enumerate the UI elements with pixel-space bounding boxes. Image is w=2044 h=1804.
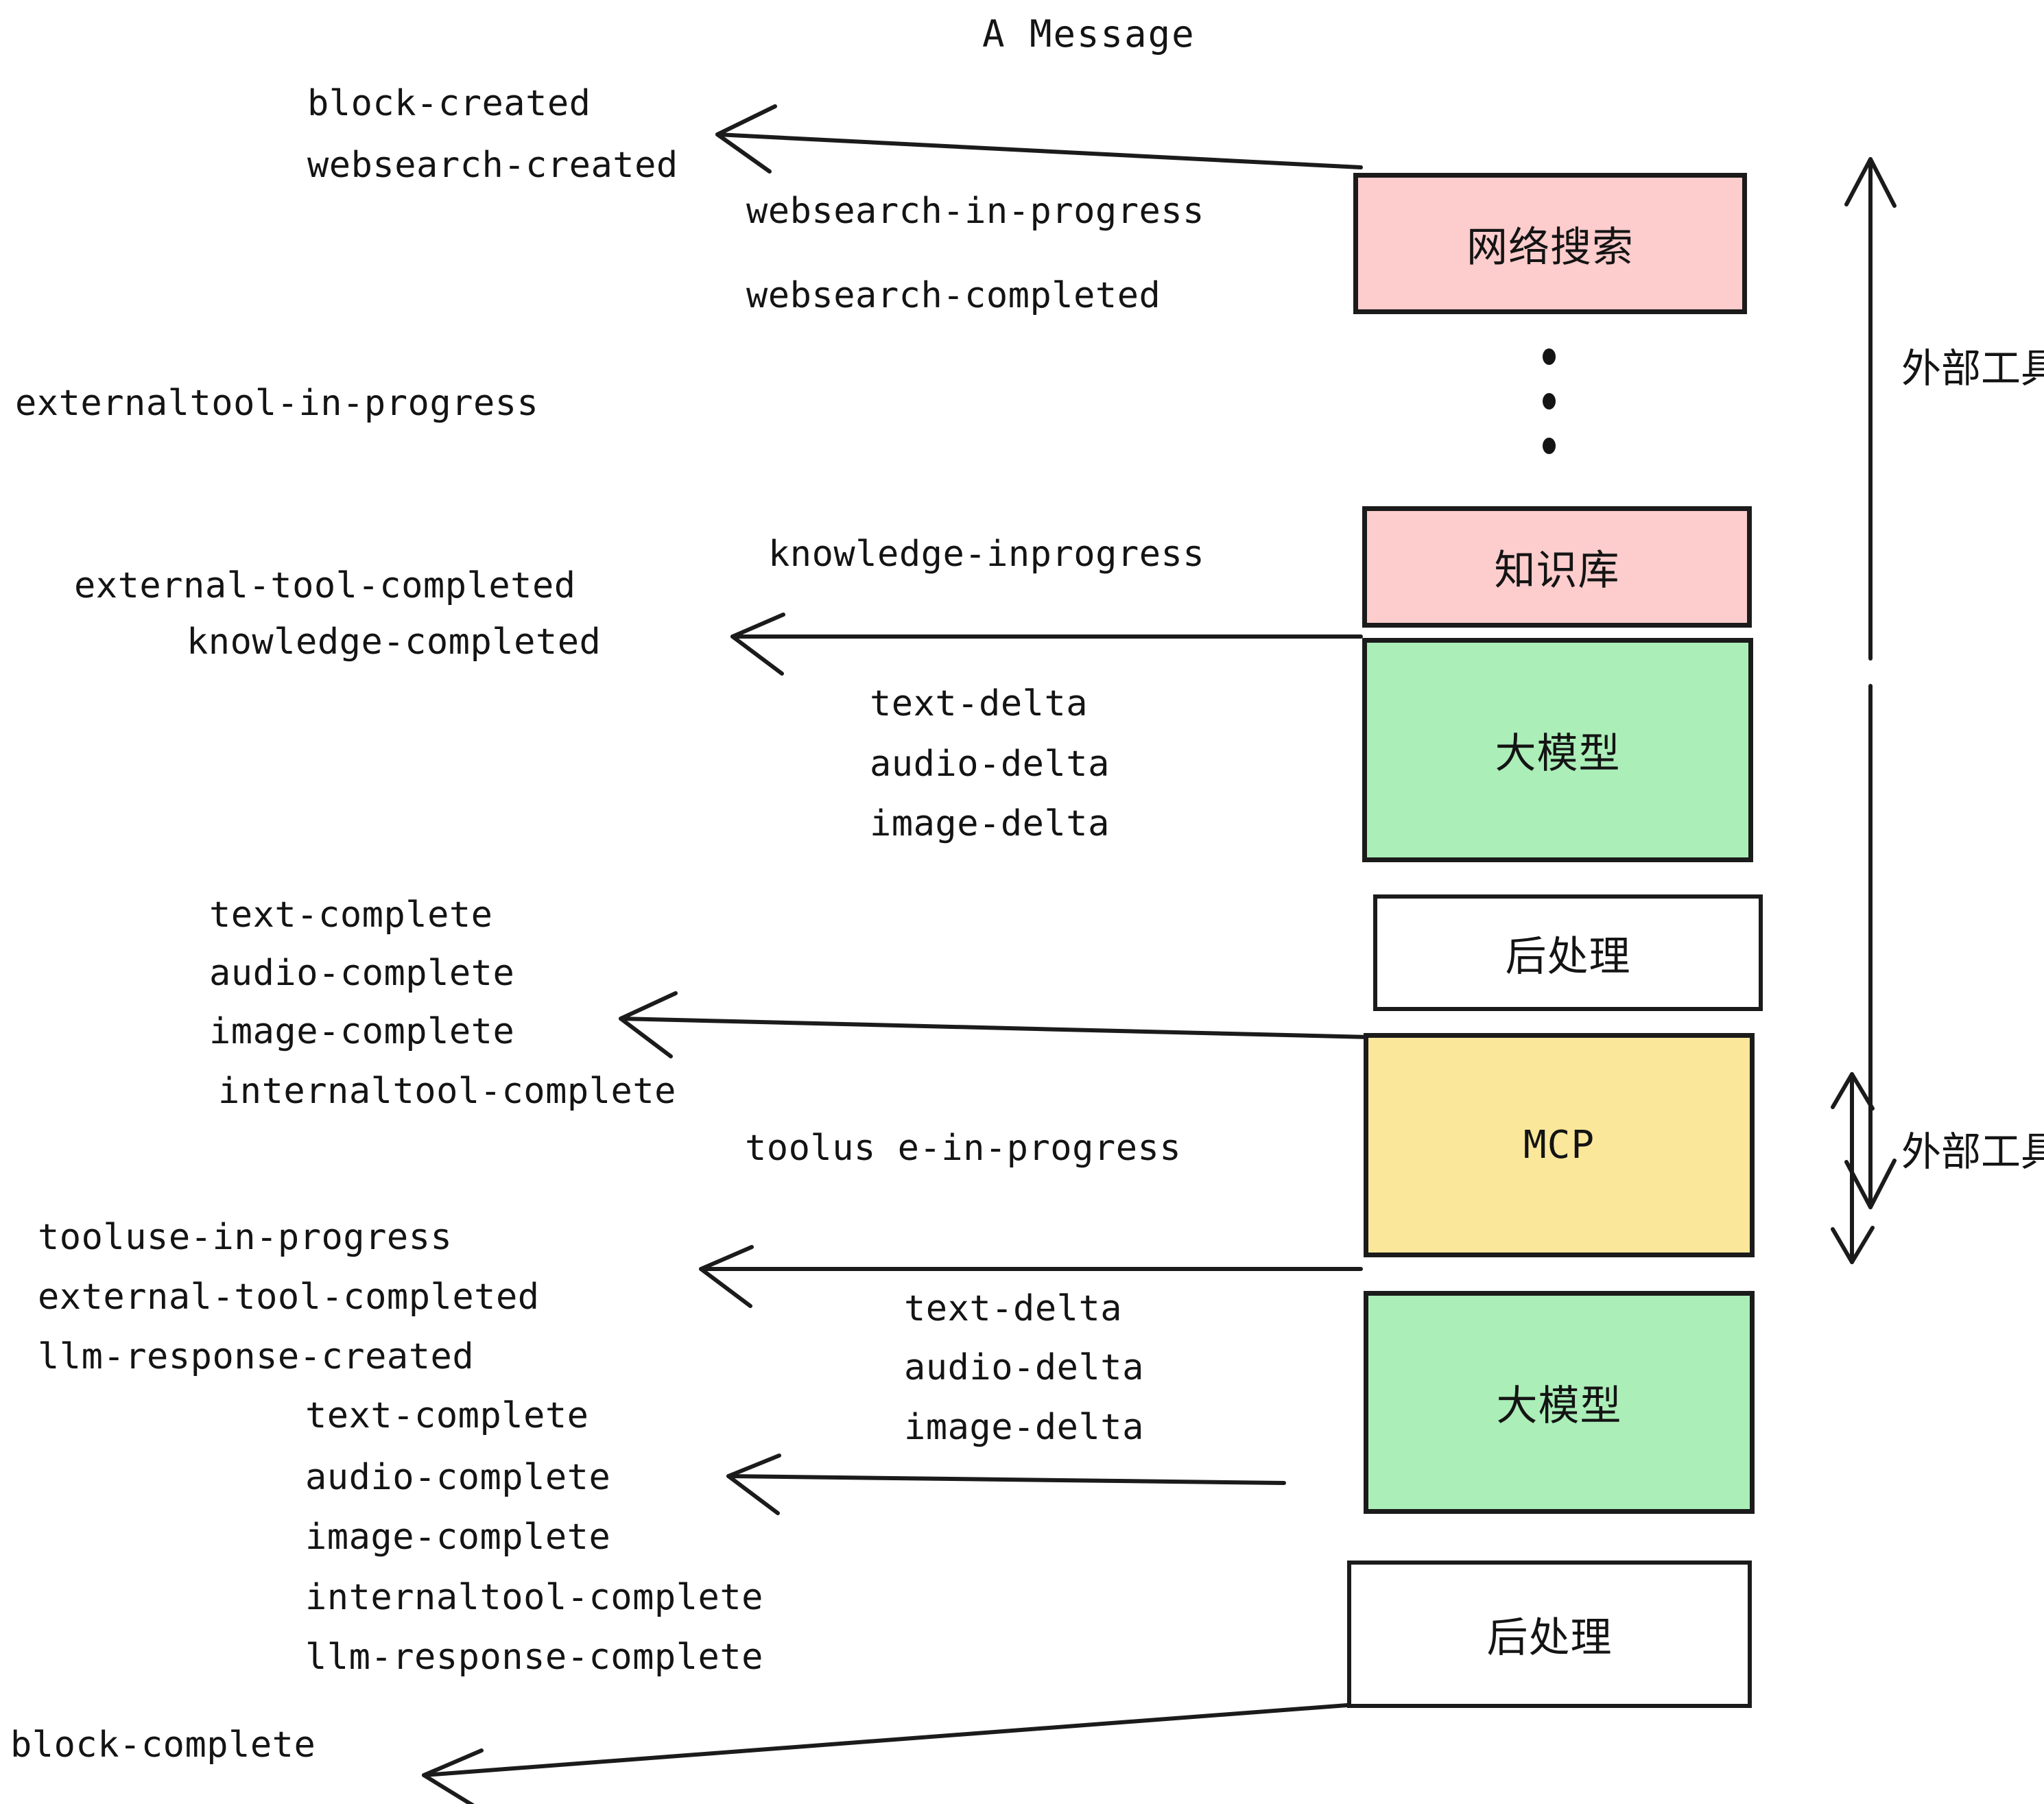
arrow-postprocess-to-image-complete bbox=[619, 1017, 1371, 1039]
group-label-external-tool-upper: 外部工具 bbox=[1901, 345, 2044, 392]
node-label: 后处理 bbox=[1486, 1614, 1613, 1662]
event-label: websearch-completed bbox=[746, 275, 1161, 316]
arrow-head-audio-complete bbox=[726, 1453, 781, 1515]
arrow-head-image-complete bbox=[619, 991, 678, 1058]
event-label: knowledge-inprogress bbox=[768, 534, 1205, 575]
event-label: toolus e-in-progress bbox=[745, 1128, 1182, 1169]
event-label: audio-complete bbox=[305, 1457, 611, 1498]
arrow-head-tooluse-complete bbox=[699, 1245, 754, 1308]
event-label: audio-delta bbox=[870, 744, 1110, 785]
node-label: 大模型 bbox=[1496, 1382, 1622, 1430]
node-websearch[interactable]: 网络搜索 bbox=[1353, 173, 1747, 314]
arrow-postprocess2-to-block-complete bbox=[422, 1703, 1349, 1777]
node-llm-2[interactable]: 大模型 bbox=[1364, 1291, 1755, 1514]
ellipsis-dot-icon bbox=[1543, 348, 1556, 365]
arrow-head-knowledge-completed bbox=[730, 613, 785, 676]
arrow-websearch-to-block-created bbox=[715, 132, 1363, 169]
arrow-head-group-up-2 bbox=[1831, 1072, 1875, 1111]
event-label: audio-complete bbox=[209, 953, 515, 994]
event-label: llm-response-complete bbox=[305, 1637, 763, 1678]
event-label: text-complete bbox=[305, 1395, 589, 1436]
ellipsis-dot-icon bbox=[1543, 438, 1556, 454]
node-label: 后处理 bbox=[1505, 932, 1631, 981]
event-label: text-delta bbox=[870, 683, 1089, 724]
arrow-head-group-down bbox=[1844, 1159, 1897, 1209]
event-label: websearch-created bbox=[307, 145, 678, 186]
event-label: image-delta bbox=[870, 803, 1110, 844]
node-postprocess-2[interactable]: 后处理 bbox=[1347, 1560, 1752, 1708]
arrow-llm2-to-audio-complete bbox=[726, 1474, 1286, 1485]
ellipsis-dot-icon bbox=[1543, 393, 1556, 410]
node-label: 知识库 bbox=[1494, 547, 1620, 595]
arrow-head-group-up bbox=[1844, 157, 1897, 208]
event-label: internaltool-complete bbox=[305, 1577, 763, 1618]
arrow-head-block-complete bbox=[422, 1748, 484, 1804]
event-label: block-complete bbox=[10, 1724, 316, 1766]
arrow-head-group-down-2 bbox=[1831, 1226, 1875, 1264]
node-llm-1[interactable]: 大模型 bbox=[1362, 638, 1753, 862]
event-label: tooluse-in-progress bbox=[38, 1217, 453, 1258]
event-label: audio-delta bbox=[904, 1347, 1144, 1388]
event-label: external-tool-completed bbox=[38, 1277, 540, 1318]
node-postprocess-1[interactable]: 后处理 bbox=[1373, 894, 1763, 1011]
event-label: text-complete bbox=[209, 894, 493, 936]
event-label: text-delta bbox=[904, 1288, 1123, 1329]
page-title: A Message bbox=[982, 12, 1196, 56]
event-label: knowledge-completed bbox=[187, 621, 602, 663]
node-label: 大模型 bbox=[1495, 730, 1621, 778]
event-label: block-created bbox=[307, 83, 591, 124]
group-label-external-tool-lower: 外部工具 bbox=[1901, 1128, 2044, 1175]
node-knowledge[interactable]: 知识库 bbox=[1362, 506, 1752, 628]
node-label: 网络搜索 bbox=[1466, 223, 1634, 272]
arrow-head-block-created bbox=[715, 104, 777, 174]
event-label: image-delta bbox=[904, 1407, 1144, 1448]
event-label: external-tool-completed bbox=[74, 565, 576, 606]
event-label: image-complete bbox=[305, 1517, 611, 1558]
node-mcp[interactable]: MCP bbox=[1364, 1033, 1755, 1257]
event-label: image-complete bbox=[209, 1011, 515, 1052]
event-label: websearch-in-progress bbox=[746, 191, 1204, 232]
event-label: internaltool-complete bbox=[218, 1071, 676, 1112]
node-label: MCP bbox=[1523, 1123, 1595, 1167]
event-label: externaltool-in-progress bbox=[15, 383, 539, 424]
event-label: llm-response-created bbox=[38, 1336, 475, 1377]
